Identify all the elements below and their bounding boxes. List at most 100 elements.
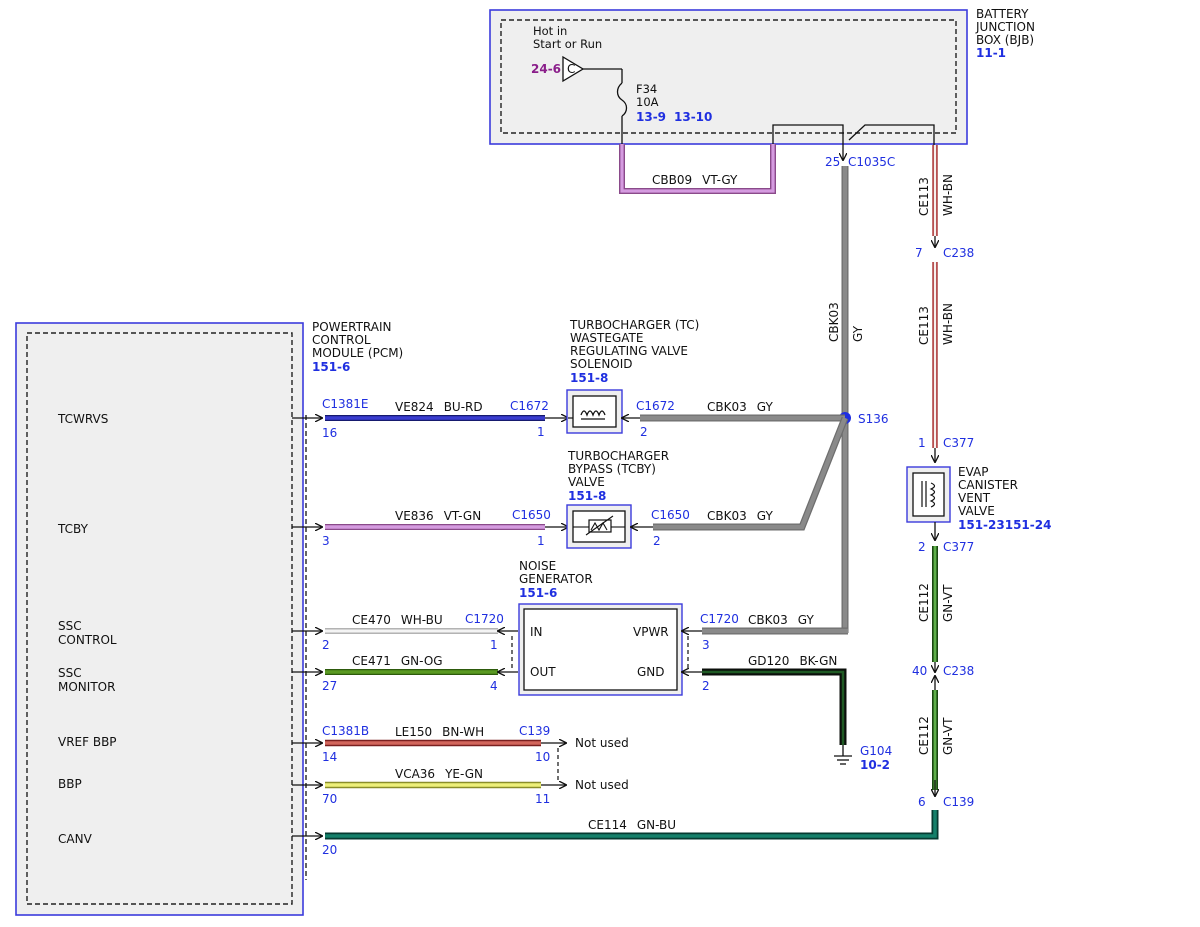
row0-gy-pin: 2 xyxy=(640,425,648,439)
tc-valve-ref-link[interactable]: 151-8 xyxy=(570,371,608,385)
tc-valve-title-1: TURBOCHARGER (TC) xyxy=(569,318,699,332)
ce112-b-color: GN-VT xyxy=(941,717,955,755)
row2-gy-pin: 3 xyxy=(702,638,710,652)
ground-ref-link[interactable]: 10-2 xyxy=(860,758,890,772)
ce113-a-circuit: CE113 xyxy=(917,177,931,216)
pcm-signal-ssc-control-1: SSC xyxy=(58,619,82,633)
pcm-signal-canv: CANV xyxy=(58,832,93,846)
c238-top-connector[interactable]: C238 xyxy=(943,246,974,260)
c1035c-connector[interactable]: C1035C xyxy=(848,155,895,169)
splice-s136-label: S136 xyxy=(858,412,889,426)
c377-top-connector[interactable]: C377 xyxy=(943,436,974,450)
row2-gy-connector[interactable]: C1720 xyxy=(700,612,739,626)
row3-pcm-pin: 27 xyxy=(322,679,337,693)
tcby-title-3: VALVE xyxy=(568,475,605,489)
pcm-title-1: POWERTRAIN xyxy=(312,320,392,334)
tc-valve-title-2: WASTEGATE xyxy=(570,331,643,345)
row0-pcm-pin: 16 xyxy=(322,426,337,440)
noise-gen-title-2: GENERATOR xyxy=(519,572,593,586)
wire-cbk03-gy-row1[interactable] xyxy=(653,416,849,531)
evap-title-4: VALVE xyxy=(958,504,995,518)
row2-pcm-pin: 2 xyxy=(322,638,330,652)
fuse-name: F34 xyxy=(636,82,657,96)
tcby-title-2: BYPASS (TCBY) xyxy=(568,462,656,476)
pcm-module xyxy=(15,322,307,916)
c238-bot-pin: 40 xyxy=(912,664,927,678)
ce113-a-color: WH-BN xyxy=(941,174,955,216)
pcm-signal-bbp: BBP xyxy=(58,777,82,791)
row2-dev-pin: 1 xyxy=(490,638,498,652)
noise-gen-ref-link[interactable]: 151-6 xyxy=(519,586,557,600)
row1-dev-pin: 1 xyxy=(537,534,545,548)
tcby-valve-icon xyxy=(566,504,632,549)
c238-top-pin: 7 xyxy=(915,246,923,260)
noise-gen-in: IN xyxy=(530,625,543,639)
ce113-b-circuit: CE113 xyxy=(917,306,931,345)
tc-valve-title-3: REGULATING VALVE xyxy=(570,344,688,358)
c139-connector[interactable]: C139 xyxy=(943,795,974,809)
wire-gd120-bk-gn[interactable] xyxy=(702,668,847,745)
pcm-signal-vref-bbp: VREF BBP xyxy=(58,735,117,749)
row1-pcm-pin: 3 xyxy=(322,534,330,548)
row1-dev-connector[interactable]: C1650 xyxy=(512,508,551,522)
fuse-ref-link-1[interactable]: 13-9 xyxy=(636,110,666,124)
noise-gen-out: OUT xyxy=(530,665,556,679)
row0-gy-connector[interactable]: C1672 xyxy=(636,399,675,413)
power-source-icon xyxy=(562,55,623,83)
row2-dev-connector[interactable]: C1720 xyxy=(465,612,504,626)
bjb-ref-link[interactable]: 11-1 xyxy=(976,46,1006,60)
row4-pcm-connector[interactable]: C1381B xyxy=(322,724,369,738)
row0-pcm-connector[interactable]: C1381E xyxy=(322,397,369,411)
ce112-b-circuit: CE112 xyxy=(917,716,931,755)
pcm-signal-ssc-control-2: CONTROL xyxy=(58,633,117,647)
c377-bot-connector[interactable]: C377 xyxy=(943,540,974,554)
ce112-a-circuit: CE112 xyxy=(917,583,931,622)
wire-ce114-gn-bu[interactable] xyxy=(325,810,939,840)
ground-g104-icon xyxy=(834,745,852,765)
c139-pin: 6 xyxy=(918,795,926,809)
gy-vertical-color: GY xyxy=(851,325,865,342)
tc-wastegate-solenoid-icon xyxy=(566,389,623,434)
row4-dev-connector[interactable]: C139 xyxy=(519,724,550,738)
row1-gy-connector[interactable]: C1650 xyxy=(651,508,690,522)
noise-gen-title-1: NOISE xyxy=(519,559,556,573)
evap-title-3: VENT xyxy=(958,491,991,505)
c377-top-pin: 1 xyxy=(918,436,926,450)
evap-title-1: EVAP xyxy=(958,465,988,479)
fuse-rating: 10A xyxy=(636,95,659,109)
evap-title-2: CANISTER xyxy=(958,478,1018,492)
bjb-title-3: BOX (BJB) xyxy=(976,33,1034,47)
bjb-title-2: JUNCTION xyxy=(975,20,1035,34)
fuse-icon xyxy=(616,82,628,145)
ce112-a-color: GN-VT xyxy=(941,584,955,622)
tcby-title-1: TURBOCHARGER xyxy=(567,449,669,463)
row0-dev-connector[interactable]: C1672 xyxy=(510,399,549,413)
row6-pcm-pin: 20 xyxy=(322,843,337,857)
pcm-title-3: MODULE (PCM) xyxy=(312,346,403,360)
evap-ref-link[interactable]: 151-23151-24 xyxy=(958,518,1051,532)
tc-valve-title-4: SOLENOID xyxy=(570,357,633,371)
power-source-letter: C xyxy=(567,62,575,76)
hot-ref-link[interactable]: 24-6 xyxy=(531,62,561,76)
row4-note: Not used xyxy=(575,736,629,750)
wire-cbb09-vt-gy[interactable] xyxy=(619,144,776,194)
fuse-ref-link-2[interactable]: 13-10 xyxy=(674,110,712,124)
bjb-title-1: BATTERY xyxy=(976,7,1029,21)
c238-bot-connector[interactable]: C238 xyxy=(943,664,974,678)
pcm-ref-link[interactable]: 151-6 xyxy=(312,360,350,374)
evap-canister-vent-valve-icon xyxy=(906,466,951,523)
tcby-ref-link[interactable]: 151-8 xyxy=(568,489,606,503)
c1035c-pin: 25 xyxy=(825,155,840,169)
pcm-signal-ssc-monitor-1: SSC xyxy=(58,666,82,680)
row4-pcm-pin: 14 xyxy=(322,750,337,764)
